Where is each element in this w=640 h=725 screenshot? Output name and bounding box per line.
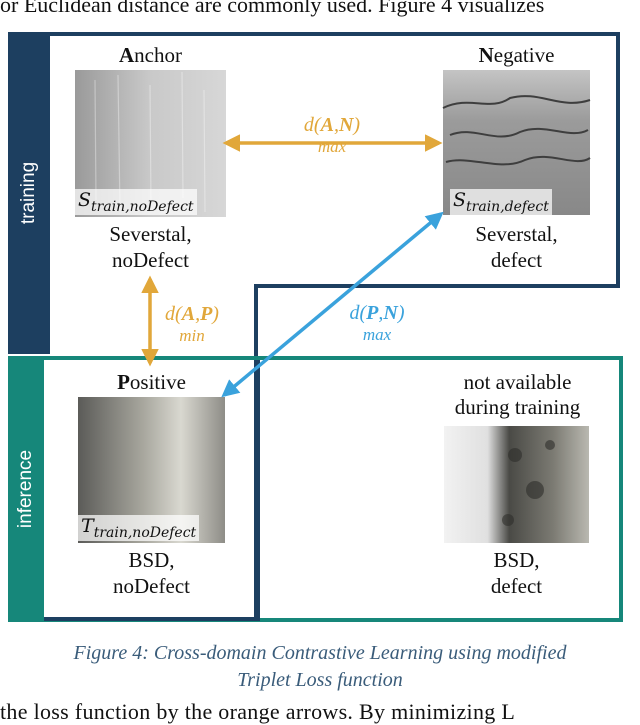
arrow-positive-negative [221,211,444,398]
body-text-below: the loss function by the orange arrows. … [0,699,516,724]
positive-title: Positive [117,370,186,394]
inference-label: inference [15,449,37,529]
training-side-bar [8,32,50,354]
arrow-label-positive-negative: d(P,N) max [349,302,405,344]
negative-symbol: Strain,defect [450,189,552,215]
positive-caption: BSD,noDefect [113,548,190,598]
training-frame-overlap [44,360,260,621]
arrow-label-anchor-positive: d(A,P) min [165,303,219,345]
body-text-above: or Euclidean distance are commonly used.… [0,0,545,17]
anchor-title: Anchor [119,43,182,67]
negative-title: Negative [478,43,555,67]
unavailable-image [444,426,589,543]
training-label: training [18,161,40,225]
unavailable-caption: BSD,defect [490,548,543,598]
anchor-caption: Severstal,noDefect [109,222,192,272]
figure-caption: Figure 4: Cross-domain Contrastive Learn… [73,642,567,691]
negative-caption: Severstal,defect [475,222,558,272]
arrow-label-anchor-negative: d(A,N) max [303,114,361,156]
inference-side-bar [8,356,44,622]
anchor-symbol: Strain,noDefect [75,189,197,215]
positive-symbol: Ttrain,noDefect [78,515,200,541]
